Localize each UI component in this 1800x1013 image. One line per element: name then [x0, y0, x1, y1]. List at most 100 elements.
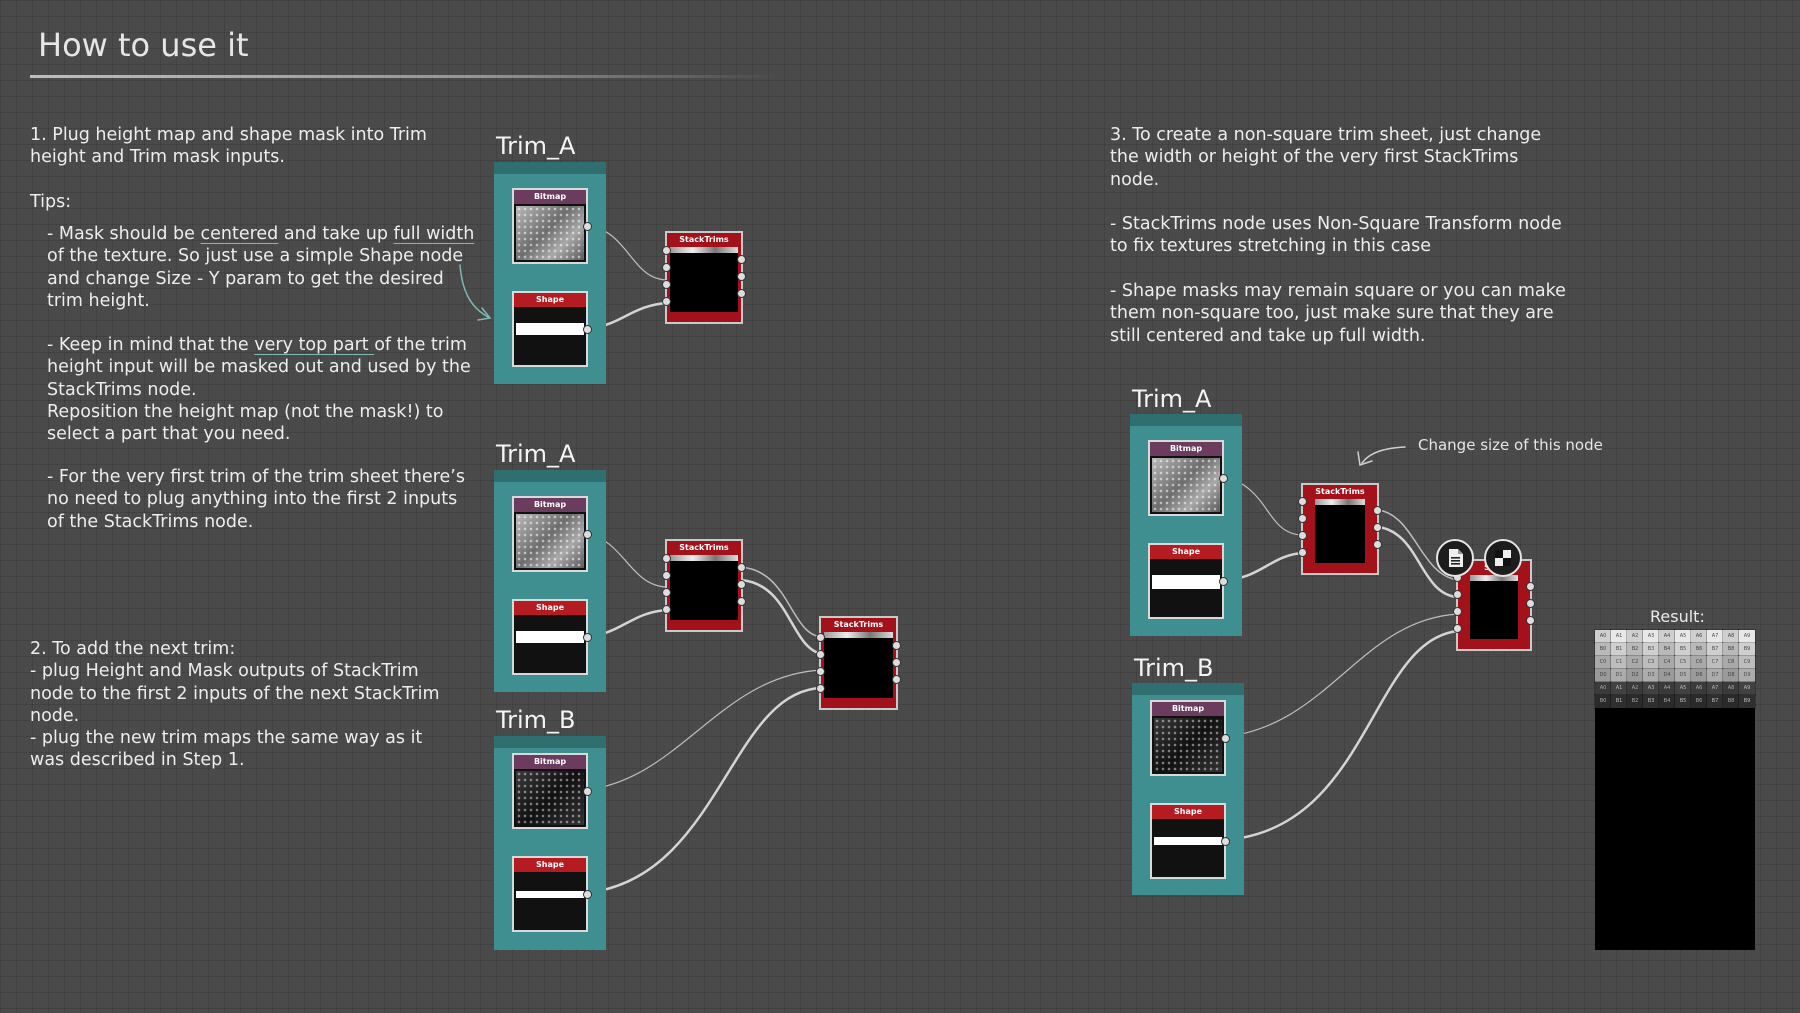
shape-preview [516, 631, 584, 643]
change-size-annotation: Change size of this node [1418, 436, 1603, 454]
result-cell: A1 [1610, 681, 1628, 696]
output-port[interactable] [892, 658, 901, 667]
checker-icon[interactable] [1484, 539, 1522, 577]
output-port[interactable] [1526, 599, 1535, 608]
shape-node[interactable]: Shape [512, 291, 592, 367]
input-port[interactable] [662, 280, 671, 289]
output-port[interactable] [1373, 540, 1382, 549]
bitmap-node[interactable]: Bitmap [1150, 700, 1230, 776]
bitmap-node-title: Bitmap [1150, 442, 1222, 456]
stacktrims-node-title: StackTrims [667, 541, 741, 555]
result-cell: A4 [1658, 681, 1676, 696]
output-port[interactable] [737, 597, 746, 606]
shape-node-title: Shape [1152, 805, 1224, 819]
result-cell: C2 [1626, 655, 1644, 670]
result-cell: A9 [1738, 629, 1756, 644]
output-port[interactable] [1526, 582, 1535, 591]
output-port[interactable] [1526, 616, 1535, 625]
input-port[interactable] [816, 684, 825, 693]
input-port[interactable] [662, 571, 671, 580]
input-port[interactable] [1298, 497, 1307, 506]
change-size-arrow [1361, 446, 1406, 464]
shape-node[interactable]: Shape [1148, 543, 1228, 619]
output-port[interactable] [583, 890, 592, 899]
input-port[interactable] [662, 263, 671, 272]
result-cell: A5 [1674, 629, 1692, 644]
stacktrims-node[interactable]: StackTrims [662, 539, 746, 632]
stacktrims-node-resized[interactable]: StackTrims [1298, 483, 1382, 575]
result-label: Result: [1650, 607, 1705, 626]
output-port[interactable] [1221, 734, 1230, 743]
result-cell: A0 [1594, 629, 1612, 644]
result-cell: B0 [1594, 694, 1612, 709]
output-port[interactable] [1221, 837, 1230, 846]
input-port[interactable] [1453, 590, 1462, 599]
step3-tip-2: - Shape masks may remain square or you c… [1110, 281, 1566, 346]
output-port[interactable] [583, 222, 592, 231]
result-cell: A5 [1674, 681, 1692, 696]
result-cell: C4 [1658, 655, 1676, 670]
input-port[interactable] [816, 650, 825, 659]
shape-node[interactable]: Shape [512, 599, 592, 675]
output-port[interactable] [583, 530, 592, 539]
output-port[interactable] [1219, 577, 1228, 586]
input-port[interactable] [1298, 548, 1307, 557]
output-port[interactable] [583, 325, 592, 334]
result-cell: C6 [1690, 655, 1708, 670]
stacktrims-node-title: StackTrims [667, 233, 741, 247]
result-cell: B4 [1658, 694, 1676, 709]
output-port[interactable] [737, 563, 746, 572]
output-port[interactable] [737, 289, 746, 298]
input-port[interactable] [1453, 624, 1462, 633]
output-port[interactable] [892, 641, 901, 650]
stacktrims-node[interactable]: StackTrims [662, 231, 746, 324]
shape-node[interactable]: Shape [512, 856, 592, 932]
tip-1-part-a: - Mask should be [47, 224, 201, 244]
result-cell: B4 [1658, 642, 1676, 657]
output-port[interactable] [1373, 523, 1382, 532]
output-port[interactable] [737, 580, 746, 589]
input-port[interactable] [662, 605, 671, 614]
input-port[interactable] [816, 667, 825, 676]
output-port[interactable] [1219, 474, 1228, 483]
result-cell: B6 [1690, 642, 1708, 657]
bitmap-node[interactable]: Bitmap [1148, 440, 1228, 516]
stacktrims-node[interactable]: StackTrims [816, 616, 901, 710]
document-icon[interactable] [1436, 539, 1474, 577]
bitmap-node[interactable]: Bitmap [512, 496, 592, 572]
input-port[interactable] [816, 633, 825, 642]
output-port[interactable] [1373, 506, 1382, 515]
shape-node-title: Shape [514, 293, 586, 307]
document-icon-glyph [1449, 549, 1463, 567]
output-port[interactable] [583, 787, 592, 796]
input-port[interactable] [662, 297, 671, 306]
shape-node-title: Shape [1150, 545, 1222, 559]
step2-text: 2. To add the next trim: - plug Height a… [30, 639, 440, 771]
output-port[interactable] [737, 255, 746, 264]
tip-1-fullwidth: full width [393, 224, 475, 244]
result-cell: A6 [1690, 681, 1708, 696]
shape-node[interactable]: Shape [1150, 803, 1230, 879]
result-cell: B3 [1642, 642, 1660, 657]
result-cell: A2 [1626, 629, 1644, 644]
input-port[interactable] [1298, 514, 1307, 523]
shape-preview [1154, 837, 1222, 845]
input-port[interactable] [662, 554, 671, 563]
bitmap-node[interactable]: Bitmap [512, 753, 592, 829]
result-cell: B9 [1738, 642, 1756, 657]
frame-title-trim-a-2: Trim_A [496, 440, 576, 468]
result-cell: D0 [1594, 668, 1612, 683]
output-port[interactable] [892, 675, 901, 684]
tip-2-part-b: of the trim height input will be masked … [47, 335, 471, 445]
input-port[interactable] [1453, 607, 1462, 616]
result-cell: B2 [1626, 694, 1644, 709]
bitmap-node[interactable]: Bitmap [512, 188, 592, 264]
bitmap-preview [1152, 458, 1220, 512]
output-port[interactable] [737, 272, 746, 281]
bitmap-node-title: Bitmap [514, 755, 586, 769]
output-port[interactable] [583, 633, 592, 642]
input-port[interactable] [662, 246, 671, 255]
input-port[interactable] [662, 588, 671, 597]
input-port[interactable] [1298, 531, 1307, 540]
